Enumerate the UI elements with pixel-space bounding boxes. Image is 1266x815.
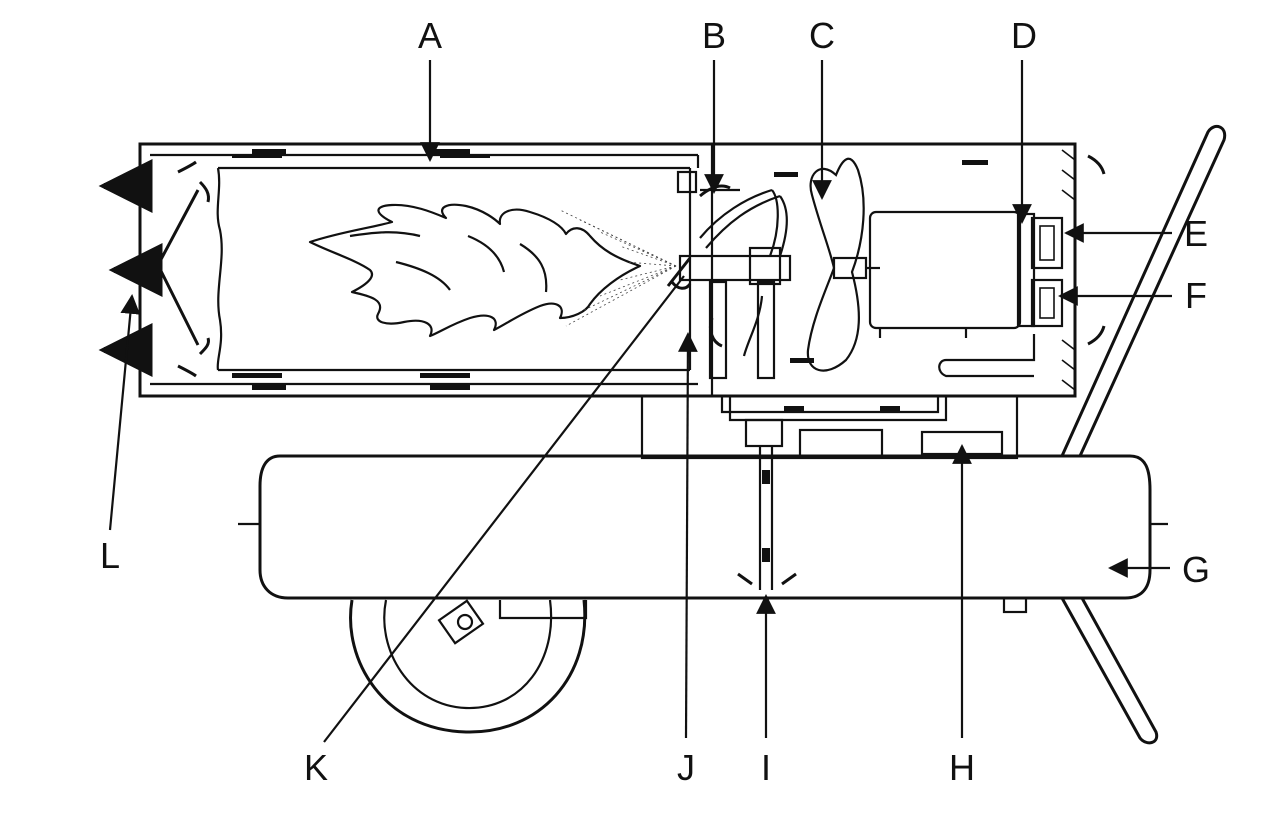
wheel (349, 599, 588, 734)
callout-i: I (761, 747, 771, 788)
fan-blade (774, 157, 880, 372)
callout-c: C (809, 15, 835, 56)
handle (1060, 124, 1227, 745)
callout-a: A (418, 15, 442, 56)
flame (308, 203, 642, 338)
combustion-chamber (150, 149, 700, 390)
burner-assembly (666, 170, 792, 380)
callout-d: D (1011, 15, 1037, 56)
fuel-tank (238, 454, 1168, 614)
callout-l: L (100, 535, 120, 576)
callout-k: K (304, 747, 328, 788)
nozzle-spray (559, 209, 677, 327)
upper-housing (138, 142, 1077, 398)
callout-labels: A B C D E F G H I J K L (100, 15, 1210, 788)
callout-f: F (1185, 275, 1207, 316)
callout-h: H (949, 747, 975, 788)
fuel-line (640, 394, 1019, 590)
motor (868, 154, 1106, 378)
callout-b: B (702, 15, 726, 56)
exhaust-arrows (98, 159, 163, 377)
callout-g: G (1182, 549, 1210, 590)
callout-j: J (677, 747, 695, 788)
leader-lines (108, 60, 1172, 743)
callout-e: E (1184, 213, 1208, 254)
